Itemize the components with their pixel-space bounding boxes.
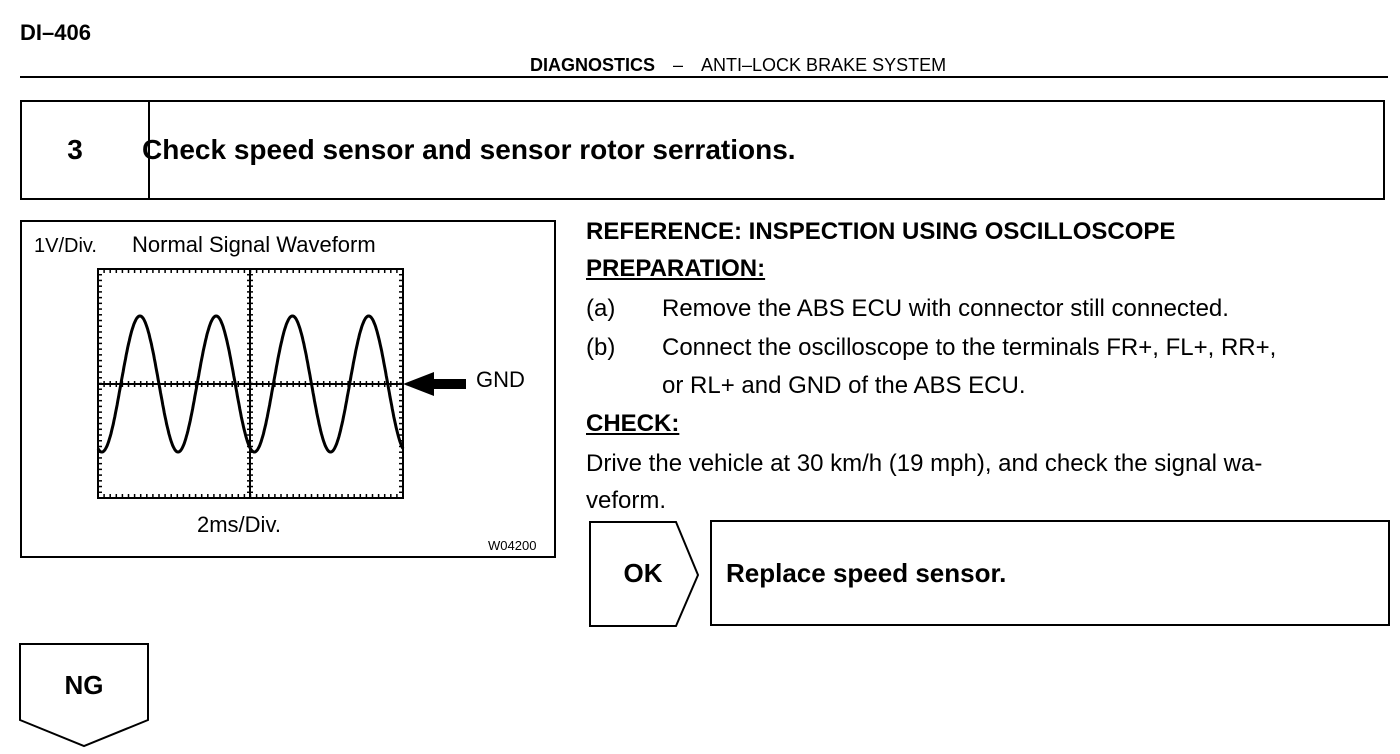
figure-time-label: 2ms/Div. xyxy=(197,512,281,537)
item-b-label: (b) xyxy=(586,334,616,361)
reference-title: REFERENCE: INSPECTION USING OSCILLOSCOPE xyxy=(586,218,1176,245)
item-a-text: Remove the ABS ECU with connector still … xyxy=(662,295,1229,322)
step-box: 3 Check speed sensor and sensor rotor se… xyxy=(20,100,1385,200)
item-b-text-line-2: or RL+ and GND of the ABS ECU. xyxy=(662,372,1026,399)
step-divider xyxy=(148,102,150,198)
gnd-label: GND xyxy=(476,367,525,392)
check-heading: CHECK: xyxy=(586,410,680,437)
header-rule xyxy=(20,76,1388,78)
check-text-line-1: Drive the vehicle at 30 km/h (19 mph), a… xyxy=(586,450,1263,477)
check-text-line-2: veform. xyxy=(586,487,667,514)
item-b-text-line-1: Connect the oscilloscope to the terminal… xyxy=(662,334,1277,361)
ng-label: NG xyxy=(64,670,104,700)
ok-label: OK xyxy=(623,558,663,588)
step-title: Check speed sensor and sensor rotor serr… xyxy=(142,134,796,165)
ok-result-box: Replace speed sensor. xyxy=(710,520,1390,626)
oscilloscope-figure: 1V/Div. Normal Signal Waveform GND 2ms/D… xyxy=(20,220,556,558)
page-header: DIAGNOSTICS–ANTI–LOCK BRAKE SYSTEM xyxy=(530,55,946,76)
ok-arrow-shape xyxy=(589,521,700,627)
ok-result-text: Replace speed sensor. xyxy=(726,558,1007,588)
figure-code: W04200 xyxy=(488,538,537,553)
scope-ticks xyxy=(98,269,403,498)
header-separator: – xyxy=(673,55,684,75)
figure-title: Normal Signal Waveform xyxy=(132,232,376,257)
page-id: DI–406 xyxy=(20,20,91,45)
ng-arrow-shape xyxy=(19,643,149,748)
header-section: DIAGNOSTICS xyxy=(530,55,656,75)
signal-waveform xyxy=(96,314,405,454)
item-a-label: (a) xyxy=(586,295,616,322)
figure-scale-label: 1V/Div. xyxy=(34,235,97,257)
preparation-heading: PREPARATION: xyxy=(586,255,766,282)
step-number: 3 xyxy=(67,134,83,165)
header-subsection: ANTI–LOCK BRAKE SYSTEM xyxy=(701,55,947,75)
oscilloscope-screen xyxy=(96,268,466,499)
gnd-arrow-icon xyxy=(403,372,466,396)
